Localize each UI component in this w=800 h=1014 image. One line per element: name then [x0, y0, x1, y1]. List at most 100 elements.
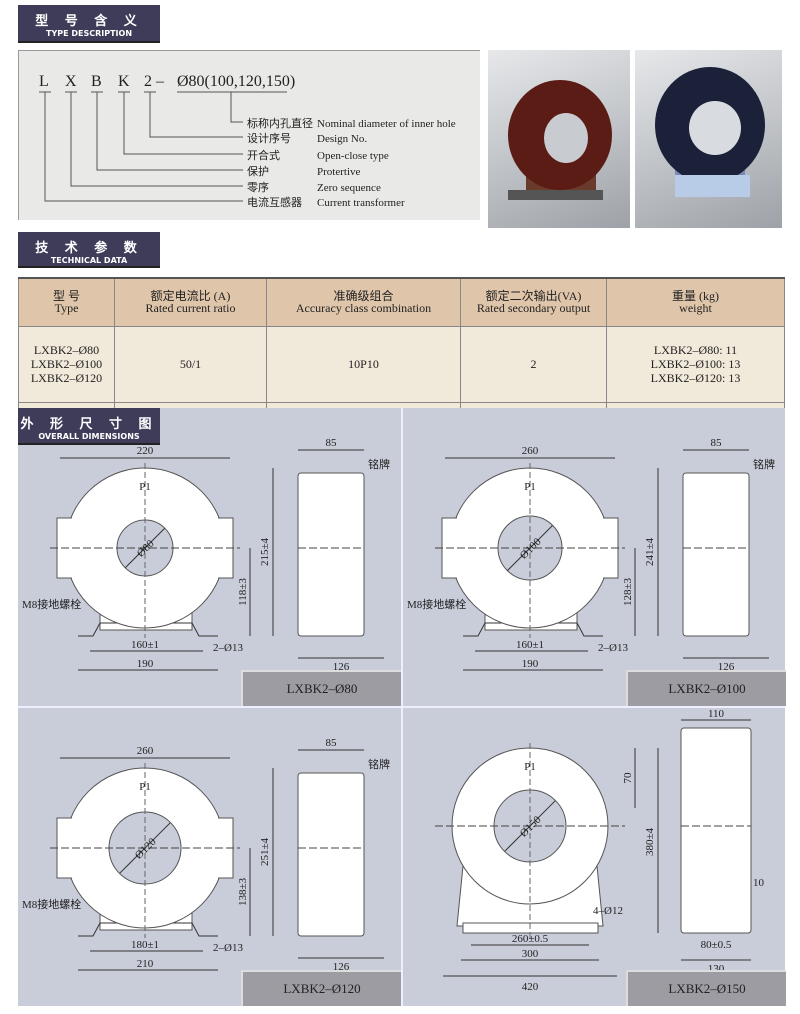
desc-en: Protertive — [317, 166, 361, 178]
height-label: 241±4 — [644, 537, 656, 566]
type-line: LXBK2–Ø80 — [33, 343, 100, 357]
product-photo-brown — [488, 50, 630, 228]
hole-dimension-line — [119, 822, 171, 874]
side-width-label: 85 — [326, 737, 338, 749]
base2-label: 420 — [522, 981, 539, 993]
ground-bolt-label: M8接地螺栓 — [407, 597, 466, 611]
desc-en: Current transformer — [317, 197, 405, 209]
center-height-label: 128±3 — [622, 577, 634, 606]
technical-data-header: 技 术 参 数 TECHNICAL DATA — [18, 232, 160, 268]
base-label: 190 — [522, 658, 539, 670]
bolt-span-label: 160±1 — [131, 639, 159, 651]
th-cn: 重量 (kg) — [672, 289, 719, 304]
desc-item: 开合式 Open-close type — [247, 147, 389, 163]
bolt-span-label: 260±0.5 — [512, 933, 549, 945]
desc-cn: 标称内孔直径 — [247, 118, 313, 130]
center-height-label: 138±3 — [237, 877, 249, 906]
mounting-holes-label: 2–Ø13 — [598, 642, 628, 654]
th-cn: 准确级组合 — [333, 289, 394, 304]
cell-ratio: 50/1 — [114, 325, 267, 403]
desc-item: 保护 Protertive — [247, 163, 360, 179]
side-width-label: 85 — [326, 437, 338, 449]
type-line: LXBK2–Ø120 — [30, 371, 103, 385]
blue-transformer-image — [655, 67, 765, 197]
side-view — [682, 472, 750, 637]
dimension-drawing: Ø150P1380±470260±0.53004204–Ø1211013080±… — [435, 708, 765, 993]
header-en: TECHNICAL DATA — [50, 256, 128, 265]
th-en: Accuracy class combination — [295, 301, 432, 316]
desc-en: Nominal diameter of inner hole — [317, 118, 456, 130]
side-small-label: 10 — [753, 877, 765, 889]
desc-cn: 保护 — [247, 166, 269, 178]
type-code-leaders — [39, 91, 287, 202]
code-x: X — [65, 73, 77, 90]
th-en: Rated current ratio — [145, 301, 236, 316]
p1-label: P1 — [524, 481, 536, 493]
cell-output: 2 — [460, 325, 607, 403]
hole-dimension-line — [507, 525, 553, 571]
code-k: K — [118, 73, 130, 90]
desc-en: Open-close type — [317, 150, 389, 162]
nameplate-label: 铭牌 — [368, 757, 390, 771]
base-label: 190 — [137, 658, 154, 670]
center-height-label: 118±3 — [237, 578, 249, 606]
width-label: 260 — [522, 445, 539, 457]
base-label: 210 — [137, 958, 154, 970]
side-view — [297, 772, 365, 937]
product-photo-blue — [635, 50, 782, 228]
dimension-drawing: Ø120P1260251±4138±3180±12102–Ø13M8接地螺栓85… — [22, 737, 390, 973]
mounting-holes-label: 4–Ø12 — [593, 905, 623, 917]
col-output: 额定二次输出(VA)Rated secondary output — [460, 277, 607, 327]
model-label: LXBK2–Ø100 — [626, 670, 786, 706]
weight-line: LXBK2–Ø80: 11 — [653, 343, 738, 357]
p1-label: P1 — [139, 781, 151, 793]
th-cn: 额定电流比 (A) — [150, 289, 231, 304]
header-cn: 技 术 参 数 — [35, 241, 143, 256]
desc-item: 标称内孔直径 Nominal diameter of inner hole — [247, 115, 456, 131]
type-description-header: 型 号 含 义 TYPE DESCRIPTION — [18, 5, 160, 43]
type-line: LXBK2–Ø100 — [30, 357, 103, 371]
width-label: 260 — [137, 745, 154, 757]
side-width-label: 110 — [708, 708, 725, 720]
th-en: Rated secondary output — [476, 301, 591, 316]
header-en: OVERALL DIMENSIONS — [38, 432, 140, 441]
brown-transformer-image — [508, 80, 612, 200]
mounting-holes-label: 2–Ø13 — [213, 942, 243, 954]
desc-cn: 零序 — [247, 182, 269, 194]
desc-cn: 设计序号 — [247, 133, 291, 145]
side-view — [680, 727, 752, 934]
desc-cn: 开合式 — [247, 150, 280, 162]
model-label: LXBK2–Ø80 — [241, 670, 401, 706]
nameplate-label: 铭牌 — [753, 457, 775, 471]
col-ratio: 额定电流比 (A)Rated current ratio — [114, 277, 267, 327]
desc-cn: 电流互感器 — [247, 197, 302, 209]
side-view — [297, 472, 365, 637]
weight-line: LXBK2–Ø120: 13 — [650, 371, 741, 385]
bolt-span-label: 160±1 — [516, 639, 544, 651]
panel-divider — [18, 706, 785, 708]
ground-bolt-label: M8接地螺栓 — [22, 597, 81, 611]
desc-en: Design No. — [317, 133, 368, 145]
col-weight: 重量 (kg)weight — [606, 277, 785, 327]
height-label: 380±4 — [644, 827, 656, 856]
height-label: 215±4 — [259, 537, 271, 566]
code-2: 2 – — [144, 73, 164, 90]
height-label: 251±4 — [259, 837, 271, 866]
header-cn: 外 形 尺 寸 图 — [20, 417, 158, 432]
th-cn: 型 号 — [52, 289, 80, 304]
side-bolt-label: 80±0.5 — [701, 939, 732, 951]
th-cn: 额定二次输出(VA) — [485, 289, 582, 304]
dimension-drawing: Ø80P1220215±4118±3160±11902–Ø13M8接地螺栓85铭… — [22, 437, 390, 673]
